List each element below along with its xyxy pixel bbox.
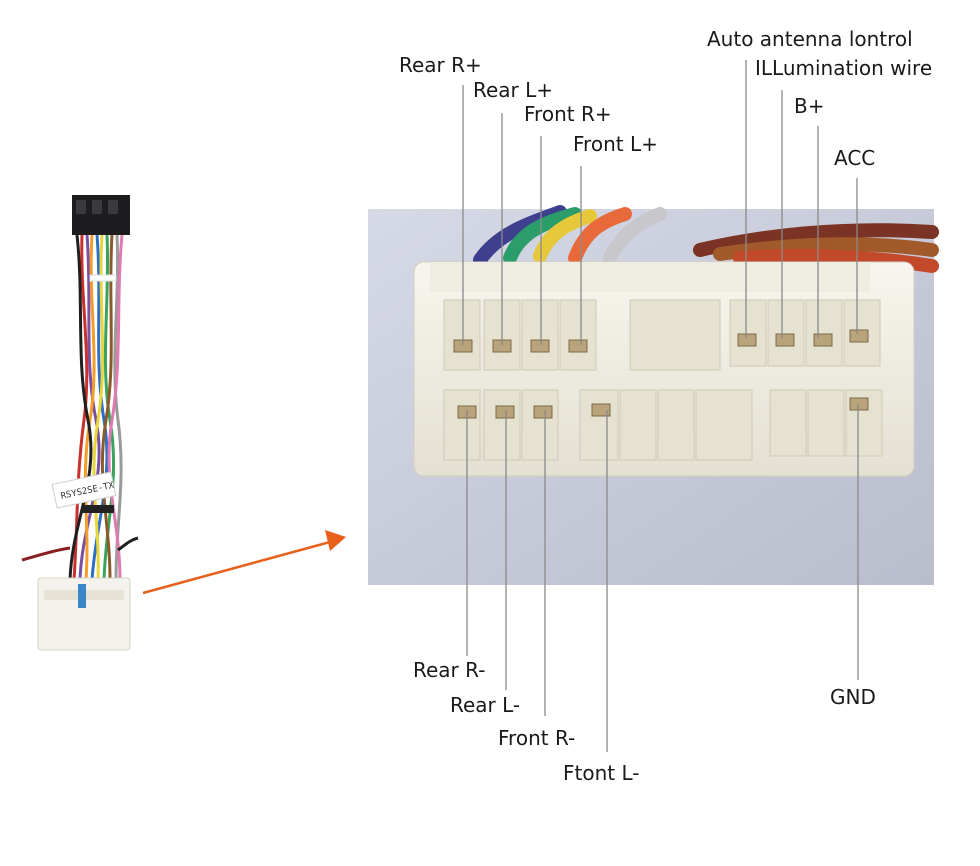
connector-photo: [368, 205, 939, 585]
harness-tag: RSYS2SE-TX: [51, 471, 117, 509]
label-b-plus: B+: [794, 94, 825, 118]
label-rear-r-minus: Rear R-: [413, 658, 486, 682]
label-rear-r-plus: Rear R+: [399, 53, 482, 77]
wire-harness: RSYS2SE-TX: [21, 195, 139, 651]
label-acc: ACC: [834, 146, 876, 170]
label-auto-antenna: Auto antenna lontrol: [707, 27, 913, 51]
label-front-r-plus: Front R+: [524, 102, 612, 126]
label-rear-l-plus: Rear L+: [473, 78, 554, 102]
label-front-l-plus: Front L+: [573, 132, 658, 156]
label-front-r-minus: Front R-: [498, 726, 576, 750]
label-illumination: ILLumination wire: [755, 56, 933, 80]
pointer-arrow: [142, 530, 346, 595]
leader-lines: [462, 60, 859, 752]
label-rear-l-minus: Rear L-: [450, 693, 521, 717]
label-gnd: GND: [830, 685, 876, 709]
label-front-l-minus: Ftont L-: [563, 761, 640, 785]
